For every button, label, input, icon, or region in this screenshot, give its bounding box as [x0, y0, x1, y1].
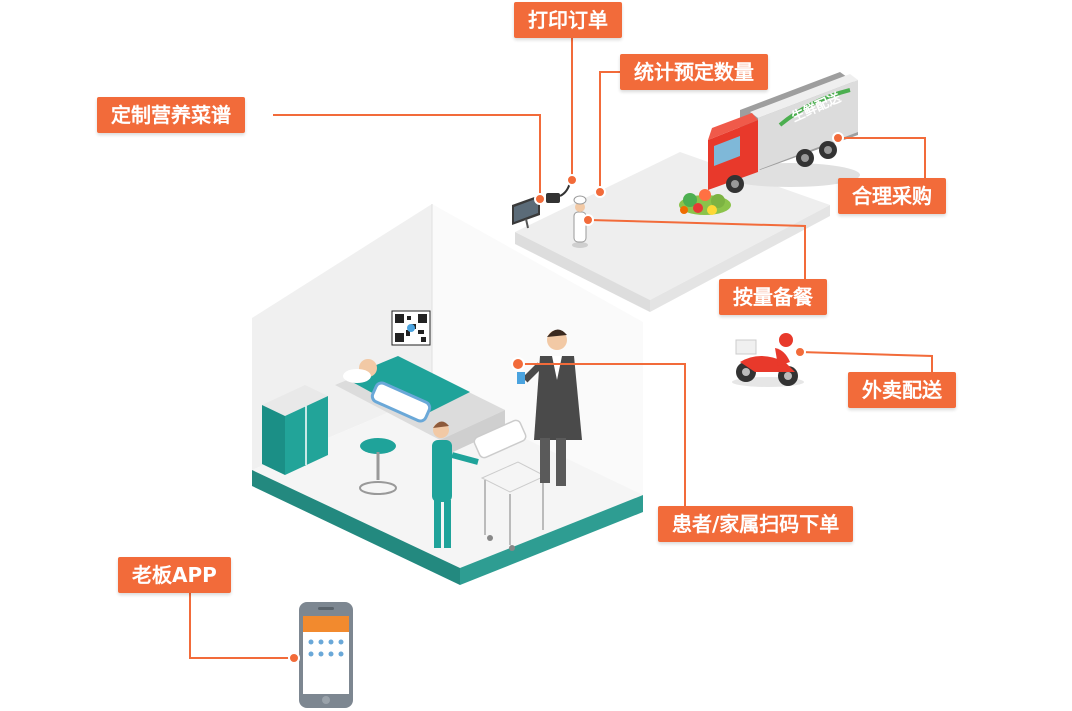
connector-count	[599, 71, 620, 190]
label-custom-menu: 定制营养菜谱	[97, 97, 245, 133]
label-scan-to-order: 患者/家属扫码下单	[658, 506, 854, 542]
connector-purchase	[838, 137, 926, 178]
connector-app	[189, 593, 292, 659]
connector-prepare	[589, 219, 806, 279]
label-count-reservations: 统计预定数量	[620, 54, 768, 90]
connector-lines	[189, 38, 933, 659]
connector-menu	[273, 114, 541, 197]
stool	[359, 438, 397, 495]
vegetables-icon	[679, 189, 731, 215]
kitchen-platform	[515, 152, 830, 312]
smartphone-icon	[299, 602, 353, 708]
qr-code-icon	[391, 310, 431, 346]
connector-delivery	[799, 351, 933, 372]
label-takeout-delivery: 外卖配送	[848, 372, 956, 408]
delivery-scooter-icon	[732, 333, 804, 387]
printer-icon	[546, 181, 571, 203]
nurse-figure	[432, 421, 479, 548]
label-print-order: 打印订单	[514, 2, 622, 38]
hospital-bed	[335, 356, 527, 459]
connector-scan	[520, 363, 686, 506]
delivery-truck-icon	[708, 72, 860, 193]
bedside-cabinet	[262, 385, 328, 475]
monitor-icon	[512, 195, 540, 229]
label-reasonable-purchase: 合理采购	[838, 178, 946, 214]
medical-trolley	[480, 461, 547, 551]
family-member-figure	[517, 329, 582, 486]
connector-dots	[288, 132, 844, 664]
label-boss-app: 老板APP	[118, 557, 231, 593]
label-prepare-by-quantity: 按量备餐	[719, 279, 827, 315]
